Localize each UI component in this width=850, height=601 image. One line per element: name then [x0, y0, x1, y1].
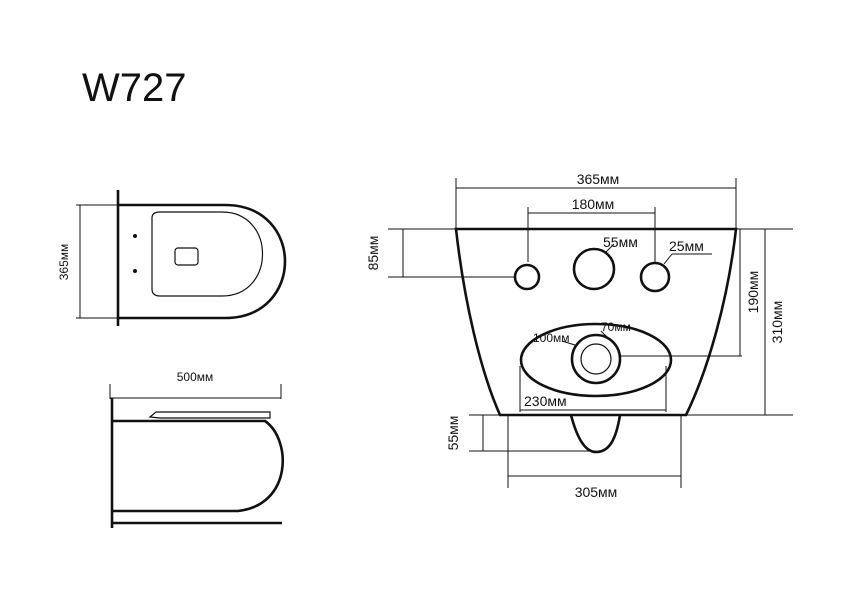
bolt-spacing-label: 180мм [572, 196, 615, 212]
bolt-height-label: 85мм [365, 236, 381, 271]
trap-depth-label: 55мм [445, 416, 461, 451]
outlet-height-label: 230мм [524, 393, 567, 409]
trap-outline [569, 414, 622, 454]
total-height-label: 310мм [769, 301, 785, 344]
side-view: 500мм [109, 370, 284, 528]
leader-line [663, 253, 673, 265]
outlet-pipe-outer [570, 333, 622, 385]
top-view-bowl-outline [118, 203, 287, 320]
outlet-recess-label: 100мм [533, 331, 570, 345]
bolt-hole-left [513, 263, 541, 291]
side-view-bowl-outline [112, 419, 284, 513]
top-view: 365мм [57, 190, 287, 326]
top-view-bowl-rim [151, 211, 264, 297]
model-title: W727 [82, 66, 187, 110]
front-view: 365мм 180мм 55мм 25мм 85мм 100мм 70мм [365, 171, 793, 500]
top-view-bolt-hole [133, 234, 137, 238]
inlet-diameter-label: 55мм [603, 234, 638, 250]
outlet-pipe-inner [580, 343, 612, 375]
outlet-diameter-label: 70мм [601, 320, 631, 334]
leader-line [600, 330, 612, 342]
overall-width-label: 365мм [577, 171, 620, 187]
bolt-hole-right [639, 261, 671, 293]
top-view-outlet [174, 247, 199, 266]
side-view-length-label: 500мм [177, 370, 214, 384]
front-view-body-outline [454, 227, 738, 417]
base-width-label: 305мм [575, 484, 618, 500]
water-inlet [572, 247, 616, 291]
inlet-to-outlet-label: 190мм [745, 271, 761, 314]
side-view-seat [148, 411, 271, 419]
leader-line [605, 243, 615, 253]
bolt-diameter-label: 25мм [669, 238, 704, 254]
top-view-width-label: 365мм [57, 244, 71, 281]
leader-line [561, 340, 576, 346]
top-view-bolt-hole [133, 269, 137, 273]
outlet-recess [519, 322, 673, 398]
